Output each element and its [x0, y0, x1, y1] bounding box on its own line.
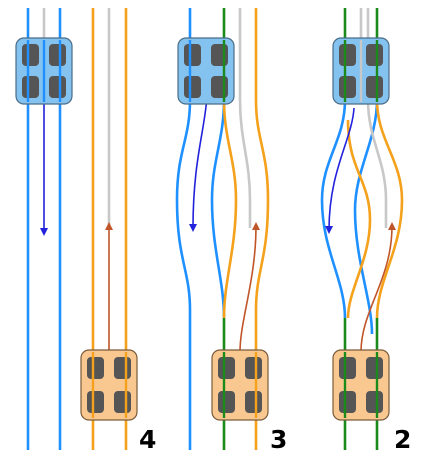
panel-label-two: 2 — [394, 425, 412, 454]
panel-label-three: 3 — [270, 425, 288, 454]
blue-rail — [175, 8, 192, 450]
orange-rail — [222, 99, 238, 319]
orange-rail-car-icon — [332, 349, 390, 421]
orange-rail-car-icon — [211, 349, 269, 421]
panel-two-rail — [320, 8, 404, 450]
gray-rail — [238, 8, 252, 228]
orange-rail — [375, 99, 404, 319]
up-arrow-icon — [239, 222, 260, 353]
orange-rail — [346, 119, 372, 319]
panel-three-rail — [175, 8, 270, 450]
blue-rail-car-icon — [177, 37, 235, 105]
up-arrow-icon — [360, 222, 396, 353]
orange-rail-car-icon — [80, 349, 138, 421]
panel-label-four: 4 — [139, 425, 157, 454]
blue-rail — [320, 99, 347, 319]
blue-rail-car-icon — [15, 37, 73, 105]
orange-rail — [254, 8, 270, 450]
panel-four-rail — [15, 8, 138, 450]
down-arrow-icon — [189, 95, 208, 232]
blue-rail-car-icon — [332, 37, 390, 105]
blue-rail — [210, 99, 226, 319]
down-arrow-icon — [325, 107, 355, 234]
